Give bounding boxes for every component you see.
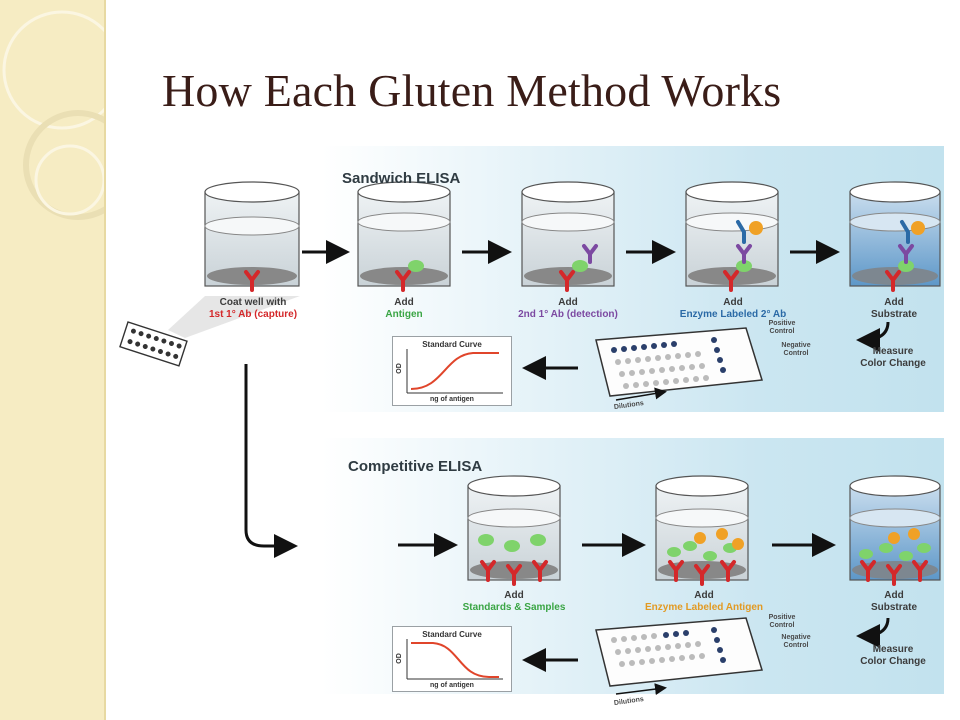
- decorative-sidebar: [0, 0, 106, 720]
- curve-title: Standard Curve: [422, 340, 482, 349]
- negative-control-label: Negative Control: [781, 342, 811, 357]
- curve-x-label-competitive: ng of antigen: [430, 682, 474, 689]
- step-label-detection: Add 2nd 1° Ab (detection): [518, 297, 618, 320]
- curve-plot-competitive: [406, 639, 503, 680]
- slide-title: How Each Gluten Method Works: [162, 65, 782, 116]
- standard-curve-competitive: Standard Curve OD ng of antigen: [392, 626, 512, 692]
- microplate-sandwich: [595, 327, 763, 397]
- positive-control-label-competitive: Positive Control: [768, 614, 796, 629]
- dilutions-arrow-competitive: [615, 683, 667, 696]
- measure-label-sandwich: Measure Color Change: [860, 346, 926, 369]
- step-label-enzyme-antigen: Add Enzyme Labeled Antigen: [645, 590, 763, 613]
- competitive-elisa-title: Competitive ELISA: [348, 458, 483, 475]
- measure-arrow-competitive: [856, 617, 890, 648]
- step-label-substrate: Add Substrate: [870, 297, 918, 320]
- step-label-enzyme: Add Enzyme Labeled 2° Ab: [679, 297, 787, 320]
- step-label-coat: Coat well with 1st 1° Ab (capture): [208, 297, 298, 320]
- step-label-standards: Add Standards & Samples: [462, 590, 566, 613]
- step-label-antigen: Add Antigen: [385, 297, 423, 320]
- capture-antibody-icon: [244, 270, 901, 292]
- beaker-substrate: [849, 181, 941, 287]
- dilutions-arrow: [615, 387, 667, 401]
- negative-control-label-competitive: Negative Control: [781, 634, 811, 649]
- positive-control-label: Positive Control: [768, 320, 796, 335]
- beaker-antigen: [357, 181, 451, 287]
- antigen-icon: [408, 260, 914, 272]
- step-label-substrate-competitive: Add Substrate: [870, 590, 918, 613]
- competitive-antibodies-icon: [480, 560, 928, 586]
- sandwich-elisa-title: Sandwich ELISA: [342, 170, 461, 187]
- detection-antibody-icon: [582, 244, 914, 264]
- microplate-competitive: [595, 617, 763, 687]
- beaker-coat: [204, 181, 300, 287]
- beaker-detection: [521, 181, 615, 287]
- beam-highlight: [168, 296, 300, 338]
- curve-x-label: ng of antigen: [430, 396, 474, 403]
- measure-arrow-sandwich: [856, 321, 890, 352]
- flow-arrow-down: [244, 364, 298, 558]
- microplate-small-icon: [119, 321, 188, 367]
- curve-plot: [406, 349, 503, 394]
- measure-label-competitive: Measure Color Change: [860, 644, 926, 667]
- beaker-enzyme: [685, 181, 779, 287]
- decorative-circles: [2, 10, 104, 220]
- enzyme-label-icon: [694, 528, 920, 550]
- standard-curve-sandwich: Standard Curve OD ng of antigen: [392, 336, 512, 406]
- curve-title-competitive: Standard Curve: [422, 630, 482, 639]
- enzyme-secondary-antibody-icon: [736, 220, 925, 244]
- competitive-antigens-icon: [478, 534, 931, 561]
